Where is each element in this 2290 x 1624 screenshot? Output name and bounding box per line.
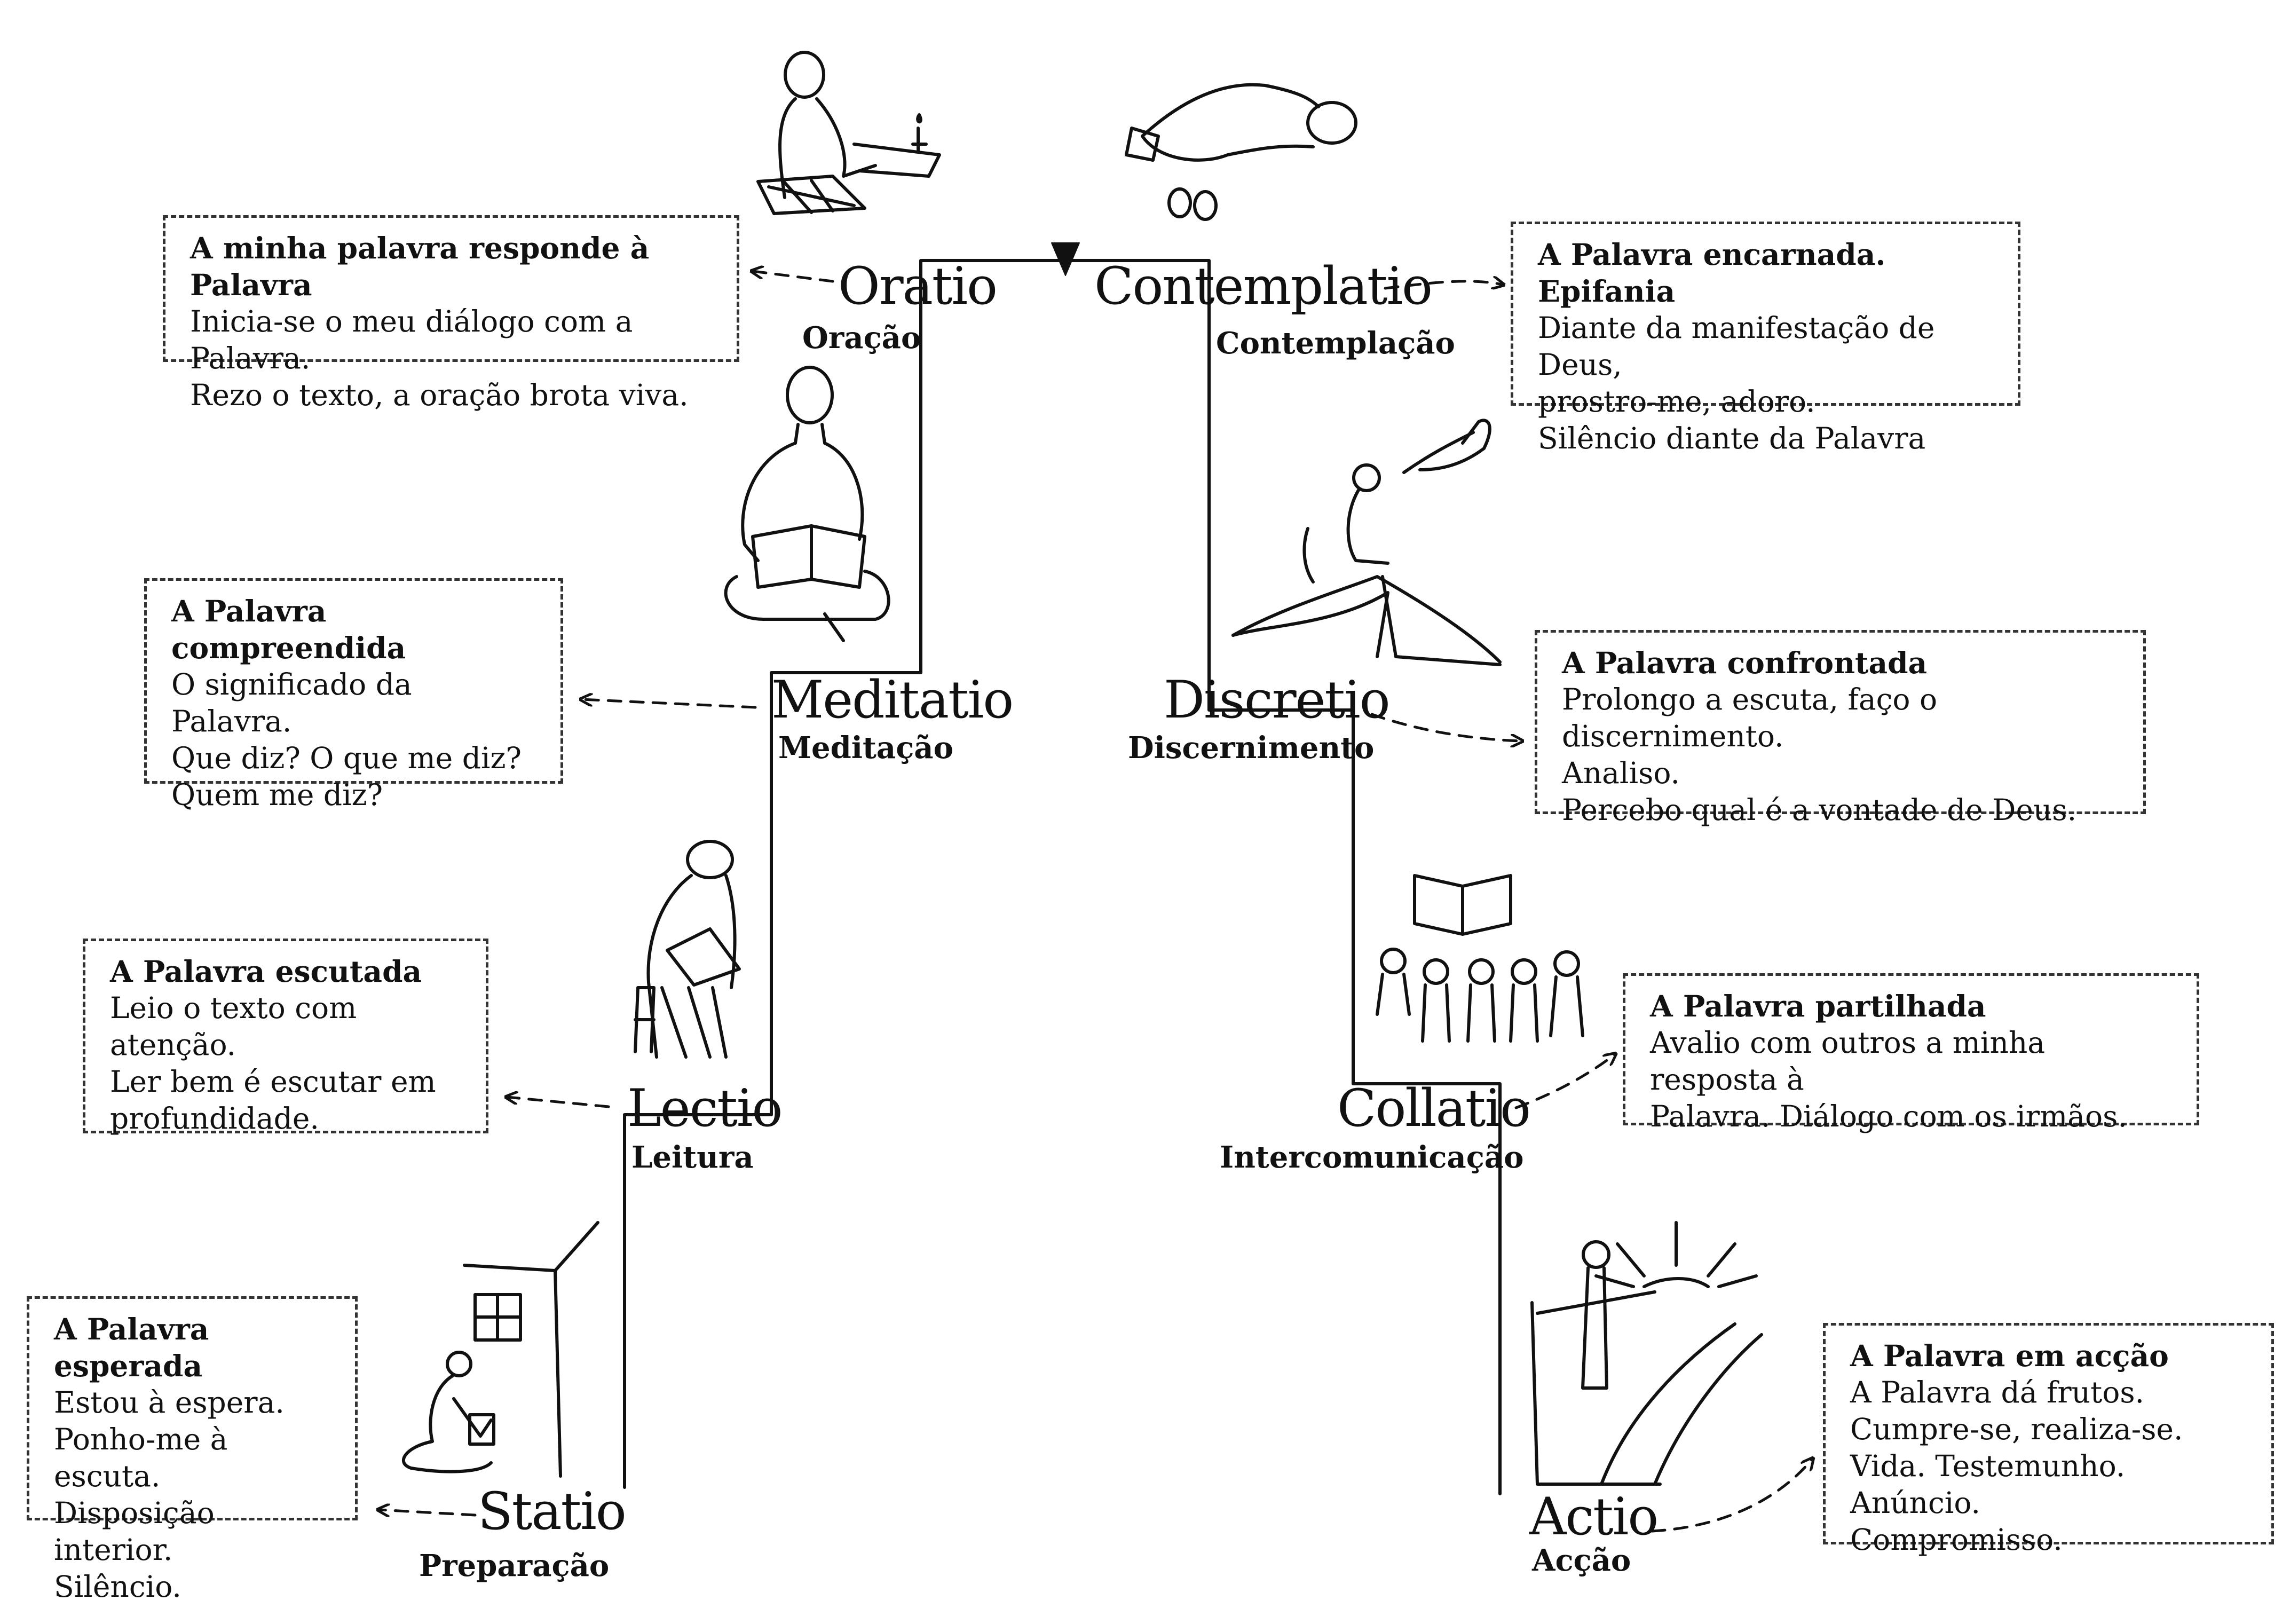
contemplatio-line: Silêncio diante da Palavra <box>1538 421 1926 455</box>
walking-figure-sun-illustration <box>1530 1221 1763 1486</box>
step-meditatio-portuguese: Meditação <box>778 730 953 766</box>
discretio-line: Percebo qual é a vontade de Deus. <box>1562 793 2077 827</box>
step-collatio-latin: Collatio <box>1337 1078 1531 1138</box>
step-collatio-portuguese: Intercomunicação <box>1220 1140 1524 1175</box>
discretio-line: Prolongo a escuta, faço o discernimento. <box>1562 682 1938 753</box>
step-contemplatio-latin: Contemplatio <box>1094 256 1433 316</box>
statio-line: Disposição interior. <box>54 1496 215 1567</box>
collatio-line: Avalio com outros a minha resposta à <box>1650 1026 2046 1097</box>
actio-line: Cumpre-se, realiza-se. <box>1850 1412 2183 1446</box>
house-reader-illustration <box>402 1221 599 1478</box>
discretio-line: Analiso. <box>1562 756 1680 790</box>
discretio-heading: A Palavra confrontada <box>1562 645 1928 680</box>
actio-line: A Palavra dá frutos. <box>1850 1375 2145 1409</box>
oratio-heading: A minha palavra responde à Palavra <box>190 231 650 302</box>
step-statio-latin: Statio <box>478 1481 627 1541</box>
collatio-line: Palavra. Diálogo com os irmãos. <box>1650 1099 2127 1133</box>
lectio-line: Ler bem é escutar em <box>110 1065 436 1099</box>
arrow-oratio <box>753 271 834 283</box>
contemplatio-line: prostro-me, adoro. <box>1538 384 1815 419</box>
discretio-description-box: A Palavra confrontada Prolongo a escuta,… <box>1535 630 2146 827</box>
step-discretio-latin: Discretio <box>1164 670 1390 730</box>
lectio-line: profundidade. <box>110 1101 319 1136</box>
praying-figure-illustration <box>756 51 941 215</box>
contemplatio-description-box: A Palavra encarnada. Epifania Diante da … <box>1511 222 2020 455</box>
actio-line: Vida. Testemunho. Anúncio. <box>1850 1449 2126 1520</box>
meditatio-heading: A Palavra compreendida <box>171 594 406 665</box>
statio-line: Estou à espera. <box>54 1385 285 1420</box>
lectio-description-box: A Palavra escutada Leio o texto com aten… <box>83 939 488 1136</box>
connector-arrows <box>379 271 1812 1533</box>
step-oratio-latin: Oratio <box>838 256 998 316</box>
arrow-collatio <box>1514 1054 1615 1109</box>
oratio-line: Rezo o texto, a oração brota viva. <box>190 378 689 412</box>
actio-heading: A Palavra em acção <box>1850 1338 2169 1373</box>
lectio-line: Leio o texto com atenção. <box>110 991 357 1062</box>
actio-description-box: A Palavra em acção A Palavra dá frutos. … <box>1823 1323 2274 1557</box>
monk-reading-illustration <box>634 840 741 1059</box>
summit-triangle <box>1051 242 1080 276</box>
step-lectio-portuguese: Leitura <box>631 1140 754 1175</box>
oratio-line: Inicia-se o meu diálogo com a Palavra. <box>190 304 633 375</box>
group-sharing-illustration <box>1376 874 1584 1043</box>
contemplatio-line: Diante da manifestação de Deus, <box>1538 311 1935 382</box>
contemplatio-heading: A Palavra encarnada. Epifania <box>1538 237 1886 309</box>
step-oratio-portuguese: Oração <box>802 320 921 356</box>
meditatio-line: Quem me diz? <box>171 778 383 812</box>
seated-reader-illustration <box>724 366 890 642</box>
lectio-heading: A Palavra escutada <box>110 954 422 989</box>
arrow-statio <box>379 1510 477 1515</box>
staircase-line <box>623 259 1502 1495</box>
statio-line: Silêncio. <box>54 1570 181 1604</box>
statio-description-box: A Palavra esperada Estou à espera. Ponho… <box>27 1296 358 1604</box>
collatio-heading: A Palavra partilhada <box>1650 989 1986 1023</box>
arrow-discretio <box>1370 713 1521 741</box>
step-statio-portuguese: Preparação <box>419 1548 610 1583</box>
arrow-meditatio <box>582 699 757 709</box>
statio-line: Ponho-me à escuta. <box>54 1422 228 1493</box>
meditatio-line: O significado da Palavra. <box>171 667 412 738</box>
step-actio-portuguese: Acção <box>1532 1543 1631 1578</box>
step-lectio-latin: Lectio <box>627 1078 783 1138</box>
step-actio-latin: Actio <box>1529 1487 1659 1547</box>
step-contemplatio-portuguese: Contemplação <box>1216 326 1455 361</box>
dove-book-illustration <box>1231 419 1502 666</box>
statio-heading: A Palavra esperada <box>54 1312 209 1383</box>
arrow-actio <box>1651 1459 1812 1533</box>
meditatio-line: Que diz? O que me diz? <box>171 741 522 775</box>
actio-line: Compromisso. <box>1850 1523 2063 1557</box>
meditatio-description-box: A Palavra compreendida O significado da … <box>144 578 563 812</box>
prostrate-figure-illustration <box>1125 83 1357 221</box>
arrow-lectio <box>507 1097 610 1108</box>
step-discretio-portuguese: Discernimento <box>1128 730 1375 766</box>
collatio-description-box: A Palavra partilhada Avalio com outros a… <box>1623 973 2199 1133</box>
oratio-description-box: A minha palavra responde à Palavra Inici… <box>163 215 739 412</box>
step-meditatio-latin: Meditatio <box>771 670 1014 730</box>
